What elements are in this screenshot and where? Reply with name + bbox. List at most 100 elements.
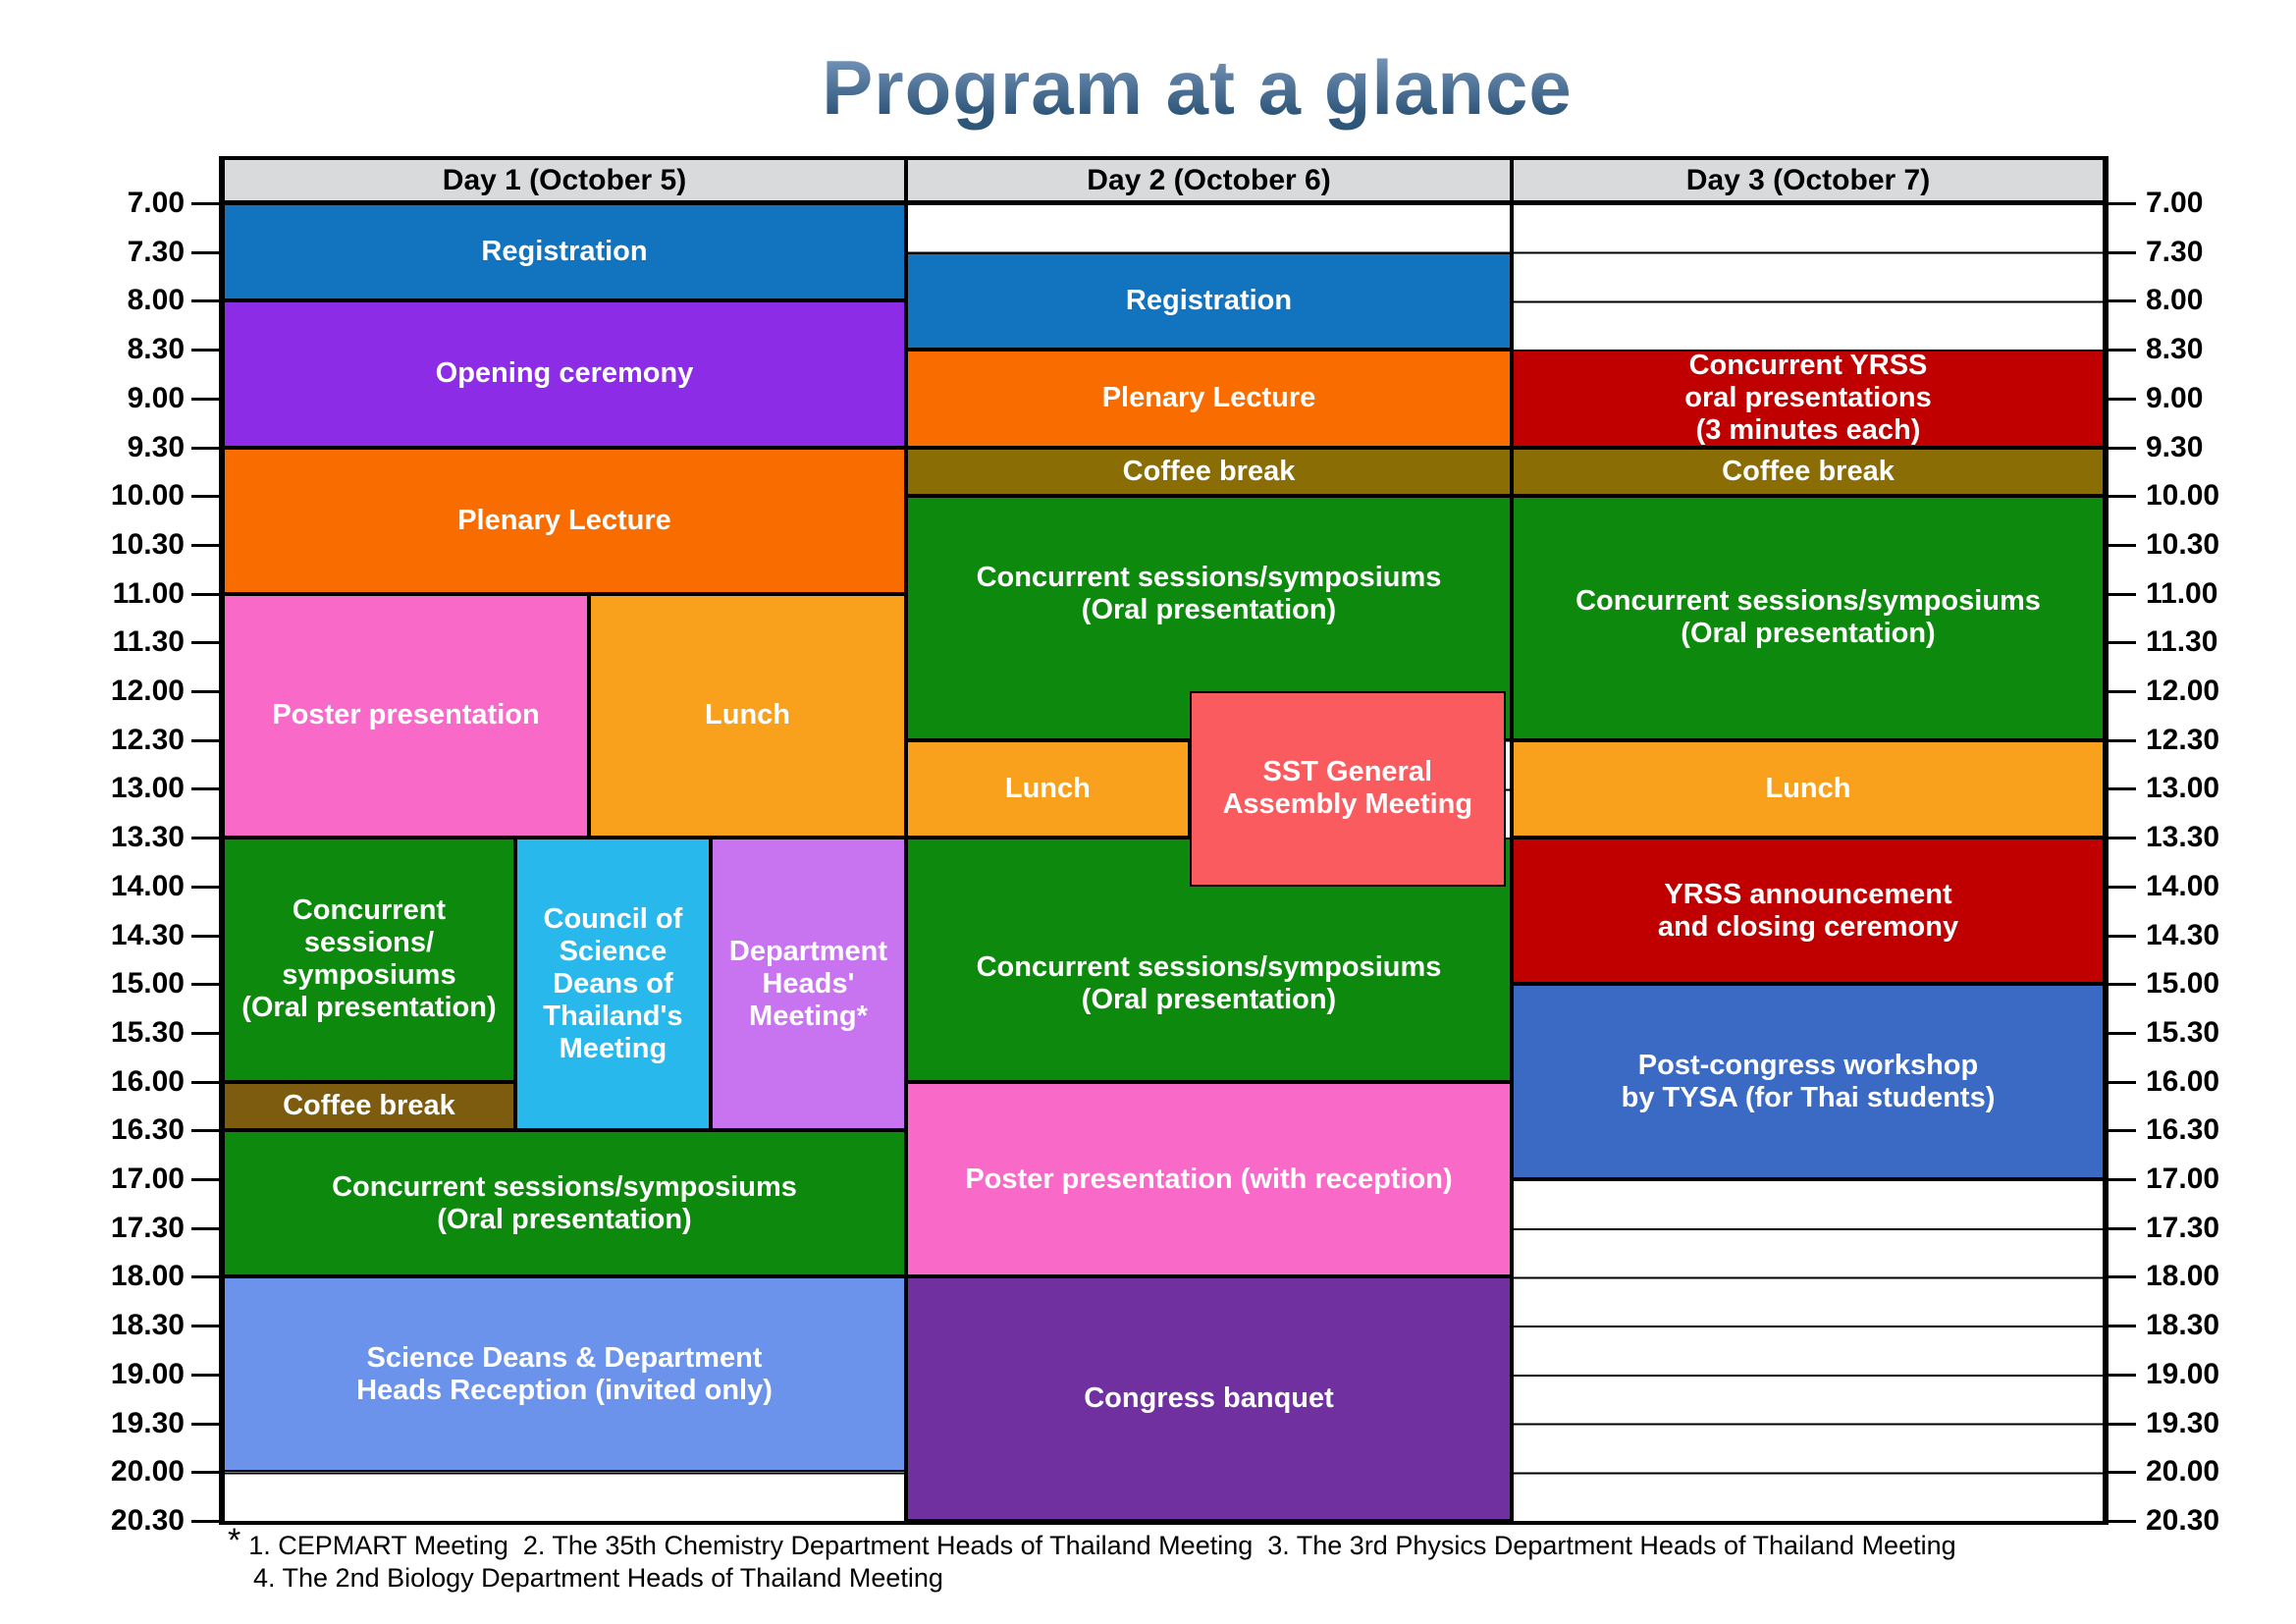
label-line: (Oral presentation) <box>437 1203 692 1235</box>
tick-mark-right <box>2105 446 2136 450</box>
tick-mark-left <box>191 1520 223 1523</box>
label-line: Poster presentation (with reception) <box>965 1163 1453 1195</box>
label-line: Assembly Meeting <box>1222 788 1473 821</box>
schedule-block: Lunch <box>1512 739 2105 839</box>
schedule-block-label: Concurrent sessions/symposiums(Oral pres… <box>908 496 1510 691</box>
footnote-text-1: 1. CEPMART Meeting 2. The 35th Chemistry… <box>248 1531 1956 1560</box>
label-line: Meeting <box>559 1032 667 1064</box>
time-label-right: 10.30 <box>2146 527 2220 561</box>
label-line: Concurrent sessions/symposiums <box>332 1170 797 1203</box>
tick-mark-right <box>2105 349 2136 352</box>
time-label-right: 18.30 <box>2146 1309 2220 1342</box>
time-label-left: 18.30 <box>110 1309 185 1342</box>
schedule-block-label: Opening ceremony <box>225 300 904 447</box>
label-line: Concurrent <box>292 894 447 927</box>
label-line: YRSS announcement <box>1664 878 1952 910</box>
time-label-right: 7.00 <box>2146 187 2204 219</box>
time-label-left: 11.00 <box>112 576 185 610</box>
time-label-right: 20.00 <box>2146 1455 2220 1489</box>
label-line: Plenary Lecture <box>1101 382 1316 414</box>
schedule-block-label: Plenary Lecture <box>908 350 1510 447</box>
time-label-left: 20.00 <box>110 1455 185 1489</box>
tick-mark-right <box>2105 885 2136 889</box>
tick-mark-right <box>2105 202 2136 205</box>
schedule-block: Plenary Lecture <box>906 350 1512 448</box>
tick-mark-left <box>191 690 223 694</box>
schedule-block: Poster presentation (with reception) <box>906 1081 1512 1277</box>
label-line: (Oral presentation) <box>1681 618 1936 650</box>
label-line: Post-congress workshop <box>1637 1049 1979 1081</box>
time-label-left: 15.30 <box>110 1015 185 1049</box>
tick-mark-right <box>2105 495 2136 499</box>
time-label-left: 10.30 <box>110 527 185 561</box>
label-line: Thailand's <box>543 1000 683 1032</box>
tick-mark-left <box>191 299 223 303</box>
schedule-block-label: Lunch <box>591 594 904 839</box>
tick-mark-left <box>191 885 223 889</box>
time-label-left: 19.00 <box>110 1357 185 1390</box>
time-label-left: 9.30 <box>127 430 185 463</box>
schedule-block: Concurrent sessions/symposiums(Oral pres… <box>1512 496 2105 740</box>
label-line: Deans of <box>553 967 673 1000</box>
tick-mark-left <box>191 641 223 645</box>
time-label-left: 8.00 <box>127 284 185 317</box>
time-label-left: 16.00 <box>110 1064 185 1098</box>
label-line: Congress banquet <box>1084 1382 1334 1415</box>
day-header-3: Day 3 (October 7) <box>1512 160 2105 203</box>
time-label-right: 8.00 <box>2146 284 2204 317</box>
tick-mark-right <box>2105 1275 2136 1279</box>
schedule-block: Congress banquet <box>906 1276 1512 1521</box>
tick-mark-left <box>191 983 223 987</box>
label-line: Opening ceremony <box>435 357 694 390</box>
schedule-block-label: Registration <box>908 252 1510 350</box>
time-label-right: 14.00 <box>2146 869 2220 902</box>
time-label-right: 20.30 <box>2146 1504 2220 1537</box>
time-label-left: 14.00 <box>110 869 185 902</box>
tick-mark-left <box>191 1031 223 1035</box>
schedule-block: Poster presentation <box>223 593 590 839</box>
tick-mark-right <box>2105 1178 2136 1182</box>
time-label-left: 12.30 <box>110 723 185 756</box>
schedule-block-label: Coffee break <box>908 448 1510 497</box>
label-line: Concurrent sessions/symposiums <box>976 561 1442 593</box>
time-label-right: 16.30 <box>2146 1113 2220 1147</box>
time-label-right: 13.30 <box>2146 821 2220 854</box>
schedule-block-label: Concurrent sessions/symposiums(Oral pres… <box>908 887 1510 1082</box>
label-line: and closing ceremony <box>1657 910 1959 943</box>
day-header-1: Day 1 (October 5) <box>223 160 906 203</box>
time-label-right: 17.30 <box>2146 1211 2220 1244</box>
tick-mark-left <box>191 1178 223 1182</box>
label-line: sessions/ <box>303 927 435 959</box>
tick-mark-left <box>191 495 223 499</box>
tick-mark-left <box>191 250 223 254</box>
time-label-right: 19.00 <box>2146 1357 2220 1390</box>
tick-mark-right <box>2105 592 2136 596</box>
label-line: (Oral presentation) <box>1081 984 1337 1016</box>
label-line: Plenary Lecture <box>457 504 671 536</box>
time-label-right: 10.00 <box>2146 479 2220 513</box>
time-label-left: 12.00 <box>110 675 185 708</box>
tick-mark-left <box>191 1226 223 1230</box>
tick-mark-right <box>2105 250 2136 254</box>
time-label-left: 18.00 <box>110 1260 185 1293</box>
time-label-right: 19.30 <box>2146 1406 2220 1439</box>
label-line: Coffee break <box>1722 455 1895 487</box>
time-label-right: 15.00 <box>2146 967 2220 1001</box>
schedule-block: Coffee break <box>223 1081 515 1131</box>
time-label-left: 19.30 <box>110 1406 185 1439</box>
tick-mark-right <box>2105 641 2136 645</box>
schedule-block: Plenary Lecture <box>223 447 906 594</box>
tick-mark-right <box>2105 397 2136 401</box>
time-label-left: 7.00 <box>127 187 185 219</box>
time-label-right: 8.30 <box>2146 333 2204 366</box>
tick-mark-right <box>2105 787 2136 791</box>
